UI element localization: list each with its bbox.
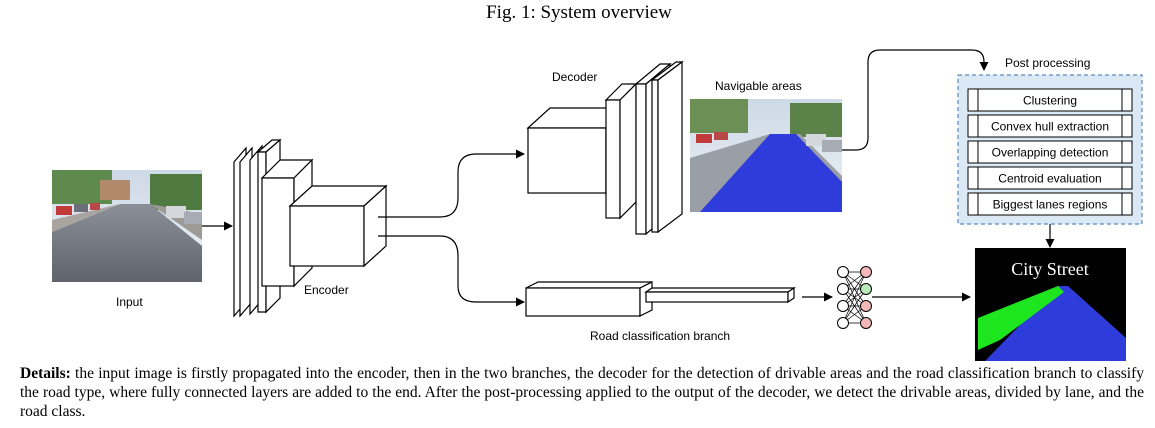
step-box	[967, 88, 1133, 112]
encoder-to-decoder-arrow	[378, 149, 525, 218]
caption-body: the input image is firstly propagated in…	[20, 365, 1144, 420]
figure-title: Fig. 1: System overview	[486, 2, 672, 23]
output-class-label: City Street	[1011, 259, 1089, 279]
step-label: Convex hull extraction	[991, 120, 1109, 134]
fc-connection	[842, 271, 867, 324]
fc-input-node	[837, 300, 849, 312]
road-classification-block	[525, 281, 796, 317]
post-processing-step: Convex hull extraction	[967, 114, 1133, 138]
navigable-to-postprocessing-arrow	[842, 49, 989, 151]
decoder-label: Decoder	[552, 70, 597, 84]
caption-lead: Details:	[20, 365, 71, 382]
step-box	[967, 192, 1133, 216]
decoder-block	[526, 60, 684, 236]
step-box	[967, 166, 1133, 190]
fc-connection	[842, 288, 867, 324]
step-label: Biggest lanes regions	[993, 198, 1108, 212]
encoder-to-road-branch-arrow	[378, 235, 525, 307]
encoder-block	[233, 138, 388, 318]
fc-output-node	[860, 317, 872, 329]
navigable-areas-label: Navigable areas	[715, 79, 802, 93]
step-box	[967, 140, 1133, 164]
fc-connection	[842, 271, 867, 307]
fc-output-node	[860, 266, 872, 278]
fc-output-node	[860, 283, 872, 295]
encoder-label: Encoder	[304, 283, 349, 297]
step-label: Overlapping detection	[992, 146, 1109, 160]
step-label: Centroid evaluation	[998, 172, 1101, 186]
output-segmentation-image	[975, 248, 1126, 361]
fc-input-node	[837, 317, 849, 329]
input-label: Input	[116, 295, 143, 309]
post-processing-step: Centroid evaluation	[967, 166, 1133, 190]
post-processing-step: Overlapping detection	[967, 140, 1133, 164]
navigable-areas-image	[690, 99, 842, 212]
fc-output-node	[860, 300, 872, 312]
post-processing-step: Clustering	[967, 88, 1133, 112]
post-processing-step: Biggest lanes regions	[967, 192, 1133, 216]
fully-connected-layers	[837, 266, 872, 329]
step-box	[967, 114, 1133, 138]
post-processing-label: Post processing	[1005, 56, 1090, 70]
fc-input-node	[837, 283, 849, 295]
fc-input-node	[837, 266, 849, 278]
input-image	[52, 170, 202, 282]
figure-caption: Details: the input image is firstly prop…	[20, 364, 1144, 421]
step-label: Clustering	[1023, 94, 1077, 108]
road-classification-label: Road classification branch	[590, 329, 730, 343]
